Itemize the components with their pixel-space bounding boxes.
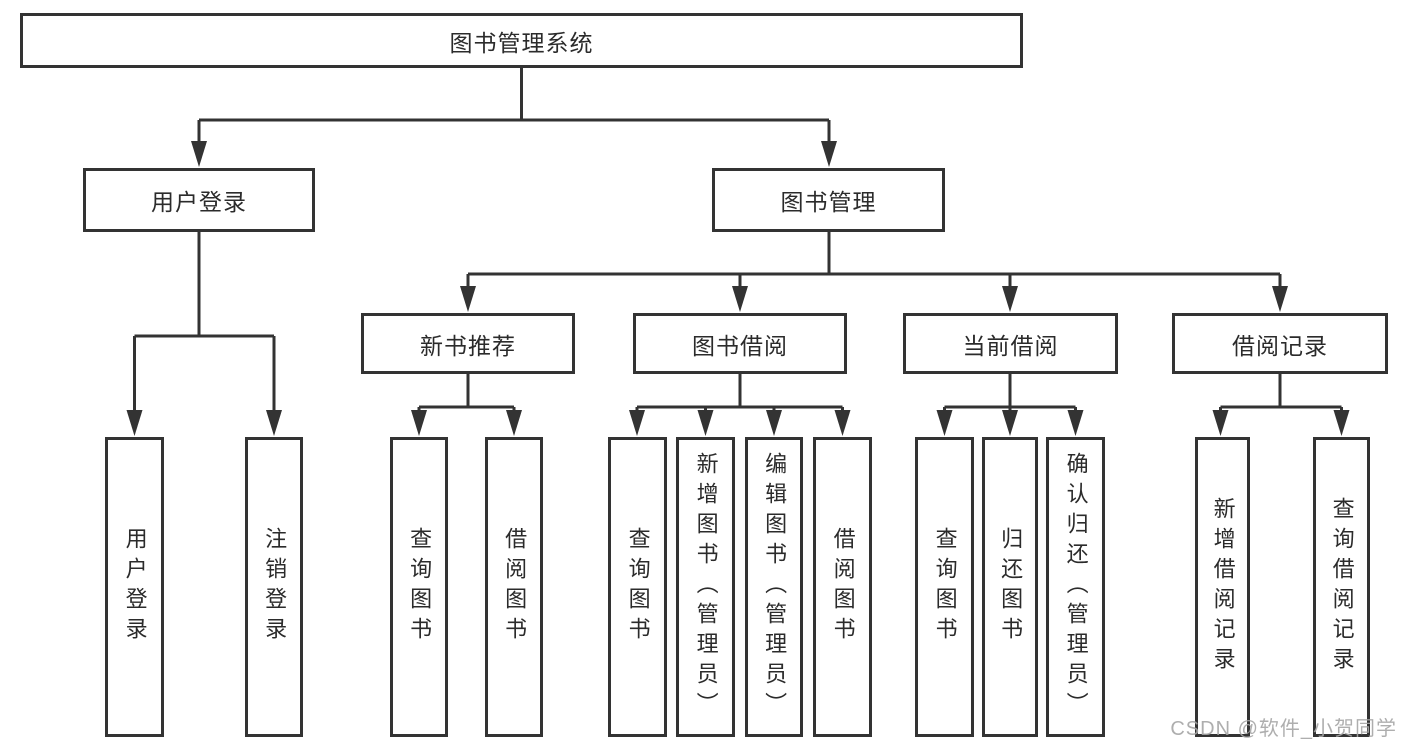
leaf-edit-books-admin: 编辑图书（管理员） xyxy=(745,437,803,737)
node-label: 用户登录 xyxy=(122,527,148,647)
leaf-borrow-books-1: 借阅图书 xyxy=(485,437,543,737)
node-label: 查询借阅记录 xyxy=(1329,497,1355,677)
node-label: 查询图书 xyxy=(625,527,651,647)
node-label: 注销登录 xyxy=(262,527,288,647)
node-label: 图书管理系统 xyxy=(449,29,594,56)
leaf-user-login: 用户登录 xyxy=(105,437,164,737)
node-book-management: 图书管理 xyxy=(712,168,945,232)
leaf-query-books-2: 查询图书 xyxy=(608,437,667,737)
leaf-logout: 注销登录 xyxy=(245,437,303,737)
node-new-book-recommend: 新书推荐 xyxy=(361,313,575,374)
node-label: 借阅记录 xyxy=(1232,332,1328,359)
node-library-system: 图书管理系统 xyxy=(20,13,1023,68)
node-label: 当前借阅 xyxy=(962,332,1059,359)
node-book-borrow: 图书借阅 xyxy=(633,313,847,374)
leaf-query-books-3: 查询图书 xyxy=(915,437,974,737)
leaf-add-books-admin: 新增图书（管理员） xyxy=(676,437,735,737)
leaf-return-books: 归还图书 xyxy=(982,437,1038,737)
node-label: 借阅图书 xyxy=(502,527,528,647)
node-borrow-records: 借阅记录 xyxy=(1172,313,1388,374)
node-label: 新增图书（管理员） xyxy=(693,452,719,722)
leaf-query-books-1: 查询图书 xyxy=(390,437,448,737)
node-label: 用户登录 xyxy=(151,189,247,215)
leaf-borrow-books-2: 借阅图书 xyxy=(813,437,872,737)
node-label: 归还图书 xyxy=(998,527,1024,647)
node-label: 新增借阅记录 xyxy=(1210,497,1236,677)
leaf-add-borrow-record: 新增借阅记录 xyxy=(1195,437,1250,737)
node-label: 新书推荐 xyxy=(420,332,516,359)
leaf-query-borrow-record: 查询借阅记录 xyxy=(1313,437,1370,737)
node-label: 查询图书 xyxy=(932,527,958,647)
csdn-watermark: CSDN @软件_小贺同学 xyxy=(1170,718,1397,740)
leaf-confirm-return-admin: 确认归还（管理员） xyxy=(1046,437,1105,737)
node-user-login: 用户登录 xyxy=(83,168,315,232)
node-label: 借阅图书 xyxy=(830,527,856,647)
node-label: 编辑图书（管理员） xyxy=(762,452,788,722)
node-label: 查询图书 xyxy=(407,527,433,647)
node-current-borrow: 当前借阅 xyxy=(903,313,1118,374)
node-label: 确认归还（管理员） xyxy=(1063,452,1089,722)
node-label: 图书借阅 xyxy=(692,332,788,359)
node-label: 图书管理 xyxy=(780,189,877,215)
